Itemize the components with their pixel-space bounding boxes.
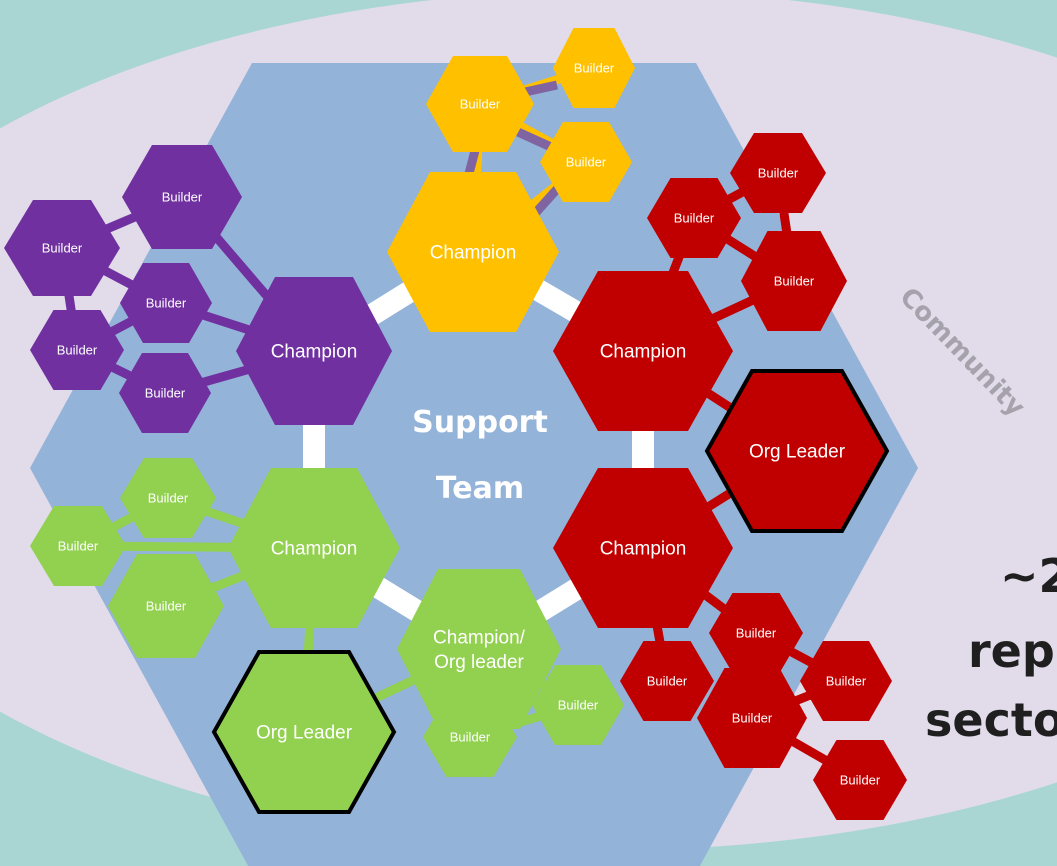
p-b1-hexagon (122, 145, 242, 249)
r-b1-hexagon (730, 133, 826, 213)
r-b1-label: Builder (758, 166, 799, 181)
label-line: Builder (566, 155, 607, 170)
label-line: Builder (758, 166, 799, 181)
label-line: Builder (647, 674, 688, 689)
p-ch-label: Champion (271, 342, 358, 363)
label-line: Builder (732, 711, 773, 726)
connector-bar (524, 80, 558, 97)
label-line: Builder (826, 674, 867, 689)
p-b4-hexagon (30, 310, 124, 390)
label-line: Builder (146, 599, 187, 614)
y-b3-hexagon (540, 122, 632, 202)
p-b2-hexagon (4, 200, 120, 296)
y-b2-hexagon (553, 28, 635, 108)
p-b5-label: Builder (145, 386, 186, 401)
p-b1-label: Builder (162, 190, 203, 205)
label-line: Builder (674, 211, 715, 226)
y-b1-hexagon (426, 56, 534, 152)
g-b3-hexagon (108, 554, 224, 658)
g-b1-hexagon (120, 458, 216, 538)
label-line: Builder (57, 343, 98, 358)
label-line: Builder (42, 241, 83, 256)
r-b3-hexagon (741, 231, 847, 331)
label-line: Champion (430, 243, 517, 264)
label-line: Champion (271, 539, 358, 560)
r-ol-hexagon (704, 369, 890, 533)
y-ch-hexagon (387, 172, 559, 332)
r-ch2-hexagon (553, 468, 733, 628)
y-b1-label: Builder (460, 97, 501, 112)
p-b2-label: Builder (42, 241, 83, 256)
p-ch-hexagon (236, 277, 392, 425)
r-b3-label: Builder (774, 274, 815, 289)
side-text-line3: secto (925, 693, 1057, 747)
g-co-hexagon (397, 569, 561, 729)
y-b2-label: Builder (574, 61, 615, 76)
p-b5-hexagon (119, 353, 211, 433)
r-b7-label: Builder (732, 711, 773, 726)
y-ch-label: Champion (430, 243, 517, 264)
r-b4-label: Builder (736, 626, 777, 641)
label-line: Builder (148, 491, 189, 506)
r-b5-hexagon (620, 641, 714, 721)
label-line: Builder (450, 730, 491, 745)
p-b3-hexagon (120, 263, 212, 343)
label-line: Org Leader (749, 442, 846, 463)
label-line: Builder (574, 61, 615, 76)
g-ol-hexagon (211, 650, 397, 814)
g-b5-label: Builder (558, 698, 599, 713)
g-ol-label: Org Leader (256, 723, 353, 744)
label-line: Org leader (434, 652, 524, 673)
label-line: Champion/ (433, 627, 526, 648)
r-b5-label: Builder (647, 674, 688, 689)
p-b3-label: Builder (146, 296, 187, 311)
label-line: Org Leader (256, 723, 353, 744)
r-ch1-hexagon (553, 271, 733, 431)
support-team-line2: Team (436, 471, 524, 506)
label-line: Builder (840, 773, 881, 788)
r-b7-hexagon (697, 668, 807, 768)
g-b3-label: Builder (146, 599, 187, 614)
g-b2-label: Builder (58, 539, 99, 554)
y-b3-label: Builder (566, 155, 607, 170)
label-line: Champion (271, 342, 358, 363)
label-line: Builder (146, 296, 187, 311)
p-b4-label: Builder (57, 343, 98, 358)
r-b2-hexagon (647, 178, 741, 258)
side-text-line1: ~2 (1000, 549, 1057, 603)
g-b4-hexagon (423, 697, 517, 777)
side-text-line2: rep (968, 624, 1055, 678)
r-ch1-label: Champion (600, 342, 687, 363)
r-b6-label: Builder (826, 674, 867, 689)
label-line: Builder (736, 626, 777, 641)
label-line: Builder (774, 274, 815, 289)
label-line: Builder (460, 97, 501, 112)
g-co-label: Champion/Org leader (433, 627, 526, 673)
r-ch2-label: Champion (600, 539, 687, 560)
g-ch-label: Champion (271, 539, 358, 560)
r-b6-hexagon (800, 641, 892, 721)
label-line: Builder (145, 386, 186, 401)
g-b1-label: Builder (148, 491, 189, 506)
g-ch-hexagon (228, 468, 400, 628)
r-b8-hexagon (813, 740, 907, 820)
label-line: Champion (600, 539, 687, 560)
label-line: Champion (600, 342, 687, 363)
label-line: Builder (58, 539, 99, 554)
g-b5-hexagon (532, 665, 624, 745)
g-b2-hexagon (30, 506, 126, 586)
support-team-line1: Support (412, 405, 548, 440)
r-b4-hexagon (709, 593, 803, 673)
label-line: Builder (162, 190, 203, 205)
r-b2-label: Builder (674, 211, 715, 226)
r-b8-label: Builder (840, 773, 881, 788)
label-line: Builder (558, 698, 599, 713)
r-ol-label: Org Leader (749, 442, 846, 463)
g-b4-label: Builder (450, 730, 491, 745)
